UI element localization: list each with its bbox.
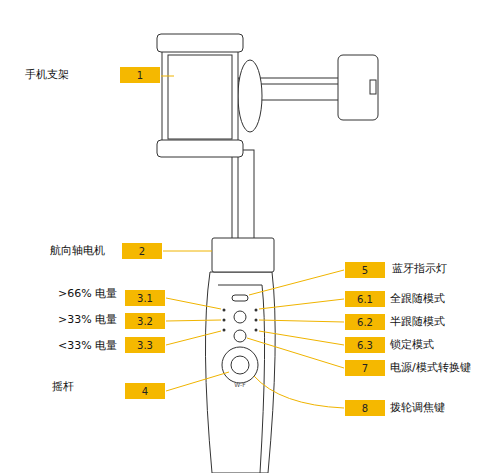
leader-line bbox=[259, 331, 344, 345]
callout-text: 3.3 bbox=[137, 340, 153, 351]
part-label: 电源/模式转换键 bbox=[390, 361, 471, 374]
battery-led bbox=[223, 309, 226, 312]
power-button bbox=[234, 330, 246, 342]
callout-number: 6.3 bbox=[345, 337, 385, 353]
focus-wheel bbox=[222, 347, 258, 383]
mode-button bbox=[234, 311, 246, 323]
yaw-motor bbox=[212, 238, 274, 272]
callout-number: 6.1 bbox=[345, 291, 385, 307]
callout-number: 7 bbox=[345, 360, 385, 376]
bluetooth-led bbox=[232, 295, 248, 301]
phone-holder-inner bbox=[168, 55, 232, 139]
callout-text: 4 bbox=[142, 386, 148, 397]
callout-number: 1 bbox=[120, 67, 160, 83]
leader-line bbox=[166, 320, 221, 321]
battery-led bbox=[223, 329, 226, 332]
callout-text: 1 bbox=[137, 70, 143, 81]
stem-edge bbox=[238, 152, 239, 238]
leader-line bbox=[259, 320, 344, 322]
callout-text: 6.1 bbox=[357, 294, 373, 305]
leader-line bbox=[166, 372, 229, 391]
callout-number: 4 bbox=[125, 383, 165, 399]
callout-text: 7 bbox=[362, 363, 368, 374]
leader-line bbox=[254, 376, 344, 408]
roll-motor bbox=[238, 60, 262, 132]
leader-line bbox=[161, 76, 174, 77]
callout-text: 3.1 bbox=[137, 293, 153, 304]
callout-text: 5 bbox=[362, 265, 368, 276]
mode-led bbox=[255, 329, 258, 332]
leader-line bbox=[163, 251, 212, 252]
callout-number: 3.3 bbox=[125, 337, 165, 353]
clamp-top bbox=[157, 34, 243, 52]
part-label: 航向轴电机 bbox=[50, 244, 105, 257]
battery-led bbox=[223, 319, 226, 322]
part-label: 蓝牙指示灯 bbox=[392, 262, 447, 275]
part-label: >33% 电量 bbox=[58, 313, 117, 326]
part-label: 拨轮调焦键 bbox=[390, 401, 445, 414]
leader-line bbox=[249, 270, 344, 295]
handle-edge bbox=[218, 285, 265, 473]
part-label: W-F bbox=[234, 381, 245, 388]
motor-detail bbox=[370, 80, 376, 94]
part-label: <33% 电量 bbox=[58, 339, 117, 352]
callout-number: 3.2 bbox=[125, 313, 165, 329]
leader-line bbox=[259, 299, 344, 309]
callout-number: 8 bbox=[345, 400, 385, 416]
part-label: 摇杆 bbox=[52, 380, 74, 393]
tilt-motor bbox=[338, 55, 378, 120]
leader-line bbox=[166, 331, 221, 345]
callout-text: 2 bbox=[139, 246, 145, 257]
part-label: 半跟随模式 bbox=[390, 315, 445, 328]
leader-line bbox=[166, 298, 221, 309]
clamp-bottom bbox=[157, 140, 243, 157]
part-label: >66% 电量 bbox=[58, 287, 117, 300]
part-label: 锁定模式 bbox=[390, 338, 434, 351]
callout-number: 2 bbox=[122, 243, 162, 259]
callout-text: 3.2 bbox=[137, 316, 153, 327]
handle bbox=[205, 272, 275, 473]
phone-holder bbox=[162, 45, 238, 149]
leader-line bbox=[247, 338, 344, 368]
vertical-stem bbox=[232, 150, 254, 240]
callout-text: 6.2 bbox=[357, 317, 373, 328]
mode-led bbox=[255, 309, 258, 312]
callout-text: 8 bbox=[362, 403, 368, 414]
joystick bbox=[231, 356, 249, 374]
mode-led bbox=[255, 319, 258, 322]
part-label: 全跟随模式 bbox=[390, 292, 445, 305]
callout-text: 6.3 bbox=[357, 340, 373, 351]
part-label: 手机支架 bbox=[25, 68, 69, 81]
callout-number: 6.2 bbox=[345, 314, 385, 330]
callout-number: 3.1 bbox=[125, 290, 165, 306]
callout-number: 5 bbox=[345, 262, 385, 278]
